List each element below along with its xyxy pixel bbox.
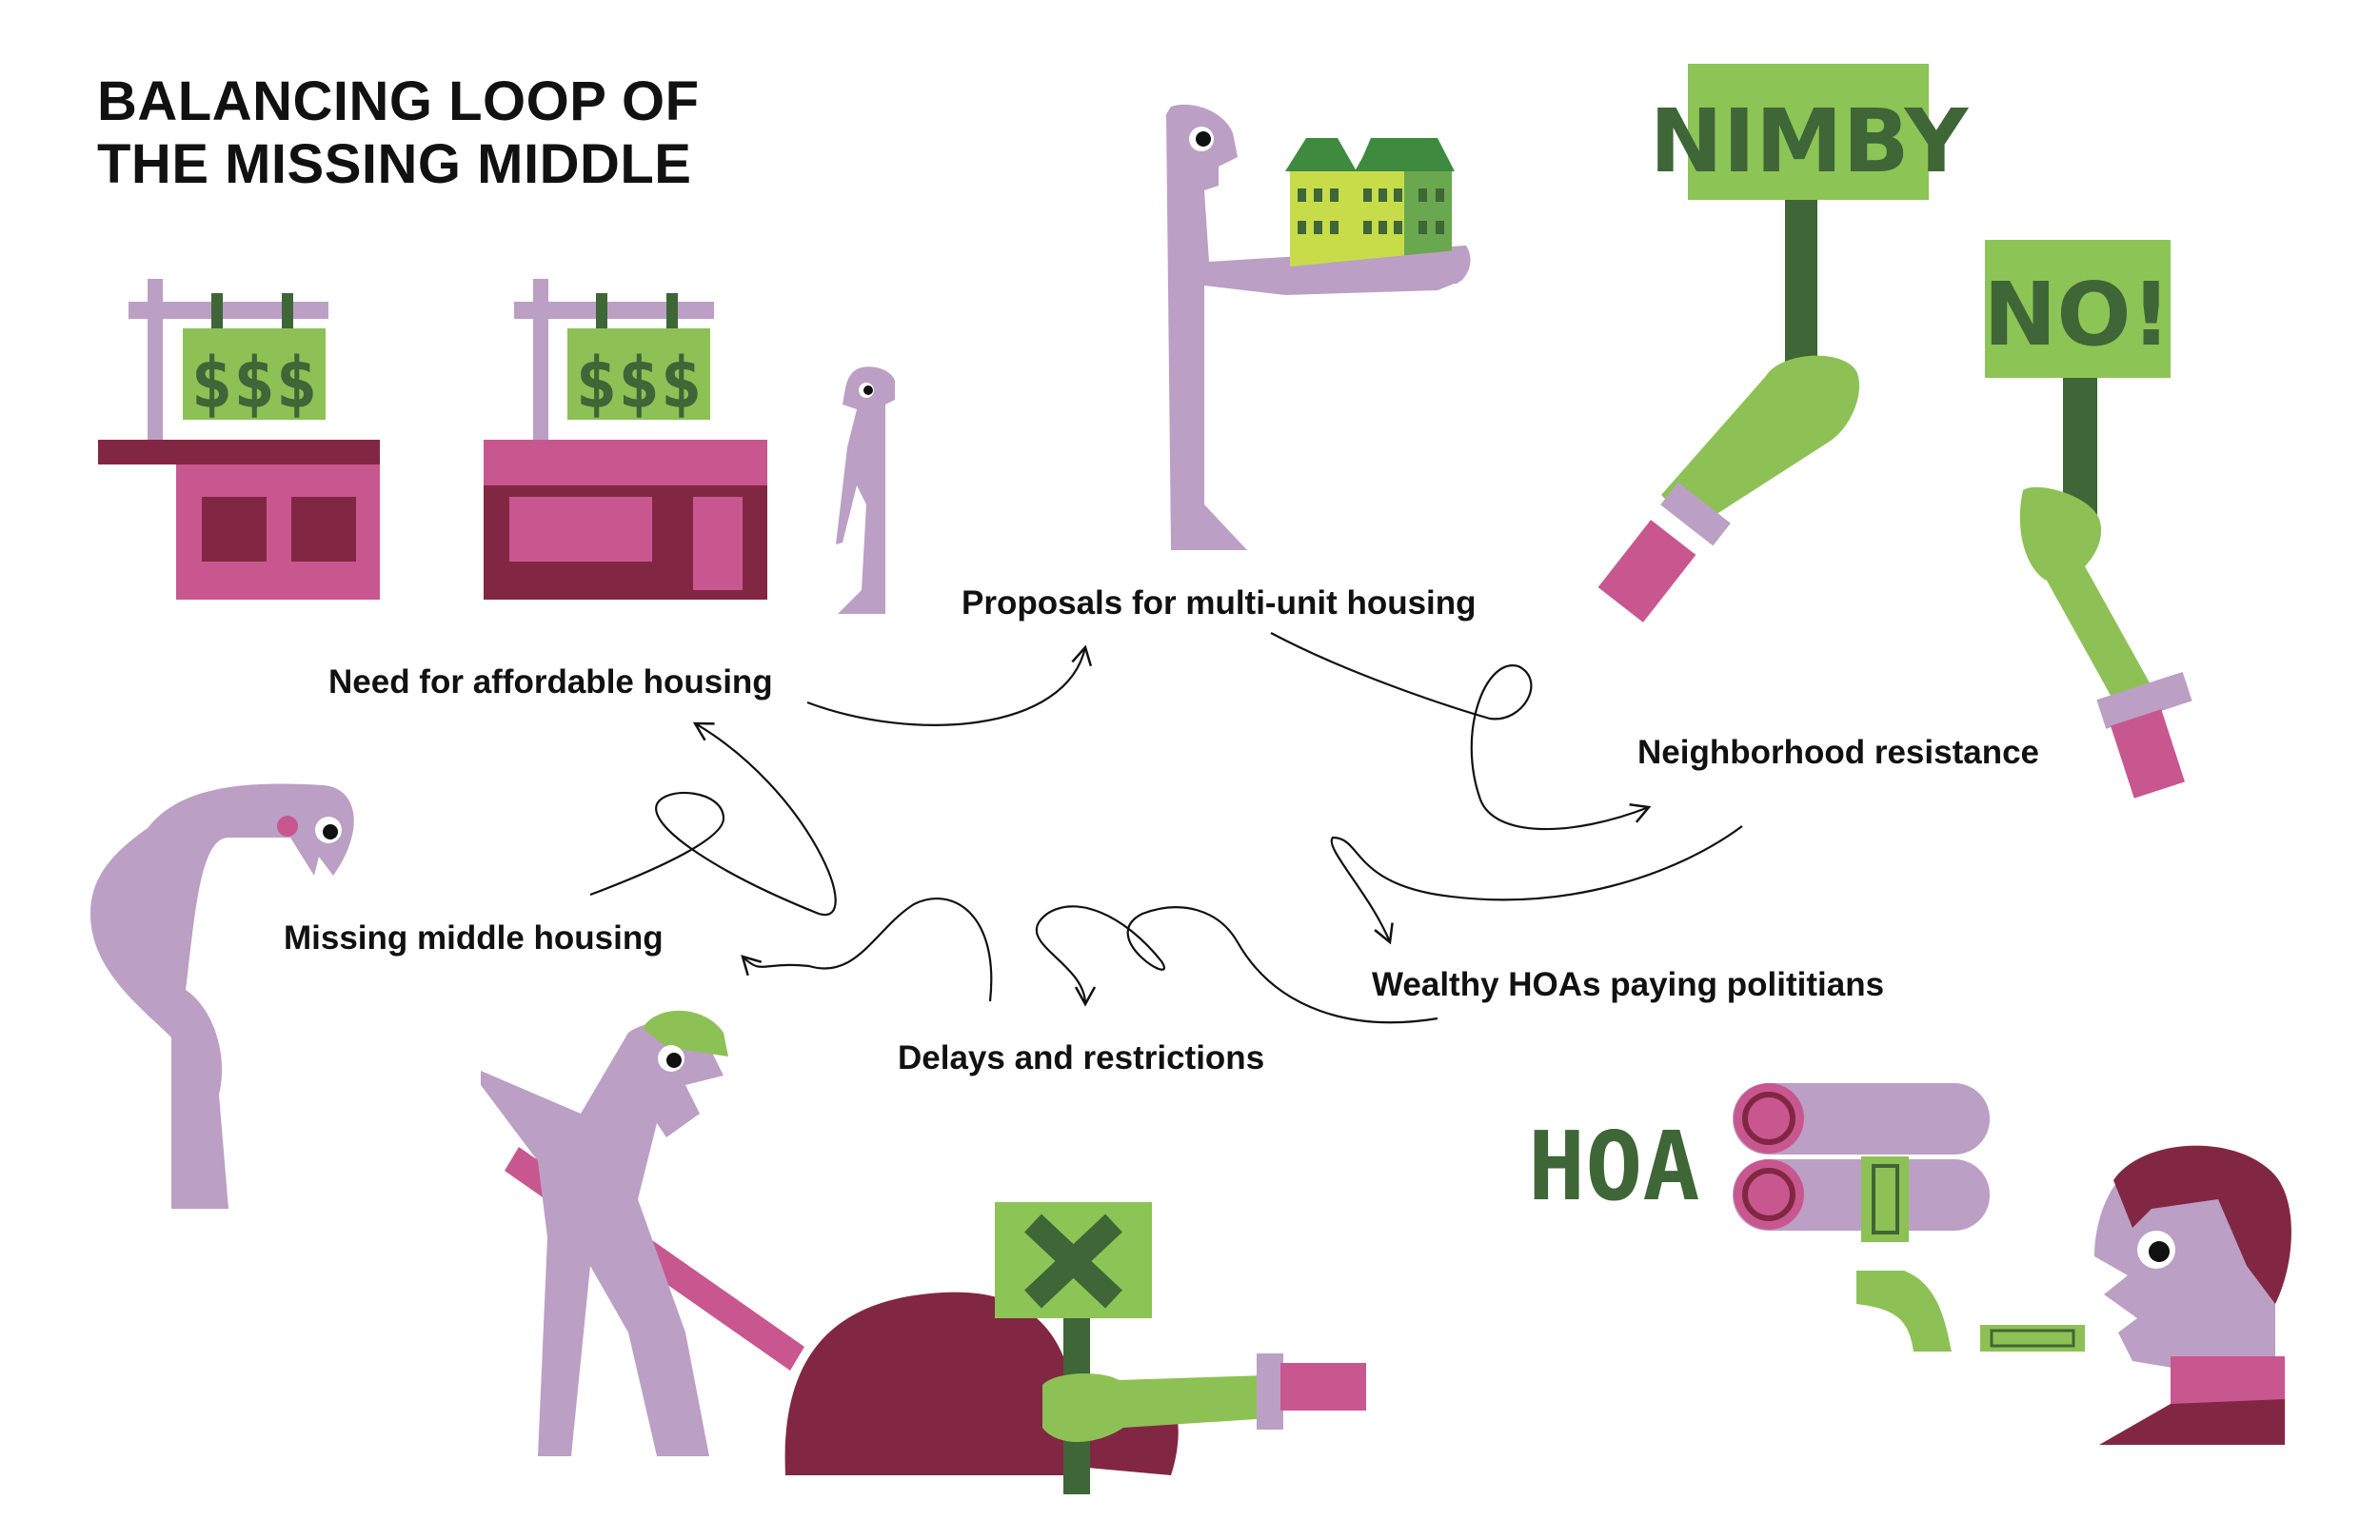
node-need-affordable-housing: Need for affordable housing bbox=[328, 663, 773, 701]
price-sign-right: $$$ bbox=[575, 343, 703, 424]
node-delays-restrictions: Delays and restrictions bbox=[898, 1039, 1264, 1077]
arrow-proposals-to-resistance bbox=[1271, 633, 1649, 829]
node-neighborhood-resistance: Neighborhood resistance bbox=[1637, 734, 2039, 772]
store-right-icon: $$$ bbox=[484, 279, 767, 600]
title-line-2: THE MISSING MIDDLE bbox=[97, 133, 700, 196]
arrow-delays-to-missing bbox=[743, 898, 991, 1001]
nimby-sign-text: NIMBY bbox=[1650, 90, 1970, 192]
store-left-icon: $$$ bbox=[98, 279, 380, 600]
hoa-money-icon: HOA bbox=[1528, 1083, 2291, 1445]
arrow-hoa-to-delays bbox=[1037, 906, 1438, 1022]
no-sign-icon: NO! bbox=[1983, 240, 2192, 799]
node-wealthy-hoas: Wealthy HOAs paying polititians bbox=[1372, 966, 1884, 1004]
page-title: BALANCING LOOP OF THE MISSING MIDDLE bbox=[97, 70, 700, 196]
node-missing-middle: Missing middle housing bbox=[284, 919, 664, 958]
arrow-resistance-to-hoa bbox=[1332, 826, 1742, 942]
node-proposals-multi-unit: Proposals for multi-unit housing bbox=[962, 584, 1477, 622]
arrow-missing-to-need bbox=[590, 723, 836, 915]
walking-person-icon bbox=[836, 366, 895, 614]
person-holding-houses-icon bbox=[1166, 105, 1471, 550]
bent-person-icon bbox=[90, 783, 354, 1209]
hoa-label: HOA bbox=[1528, 1111, 1700, 1222]
nimby-sign-icon: NIMBY bbox=[1598, 64, 1970, 622]
no-sign-text: NO! bbox=[1983, 264, 2171, 365]
price-sign-left: $$$ bbox=[190, 343, 318, 424]
arrow-need-to-proposals bbox=[807, 647, 1085, 725]
worker-with-shovel-icon bbox=[481, 1011, 1366, 1494]
title-line-1: BALANCING LOOP OF bbox=[97, 70, 700, 133]
